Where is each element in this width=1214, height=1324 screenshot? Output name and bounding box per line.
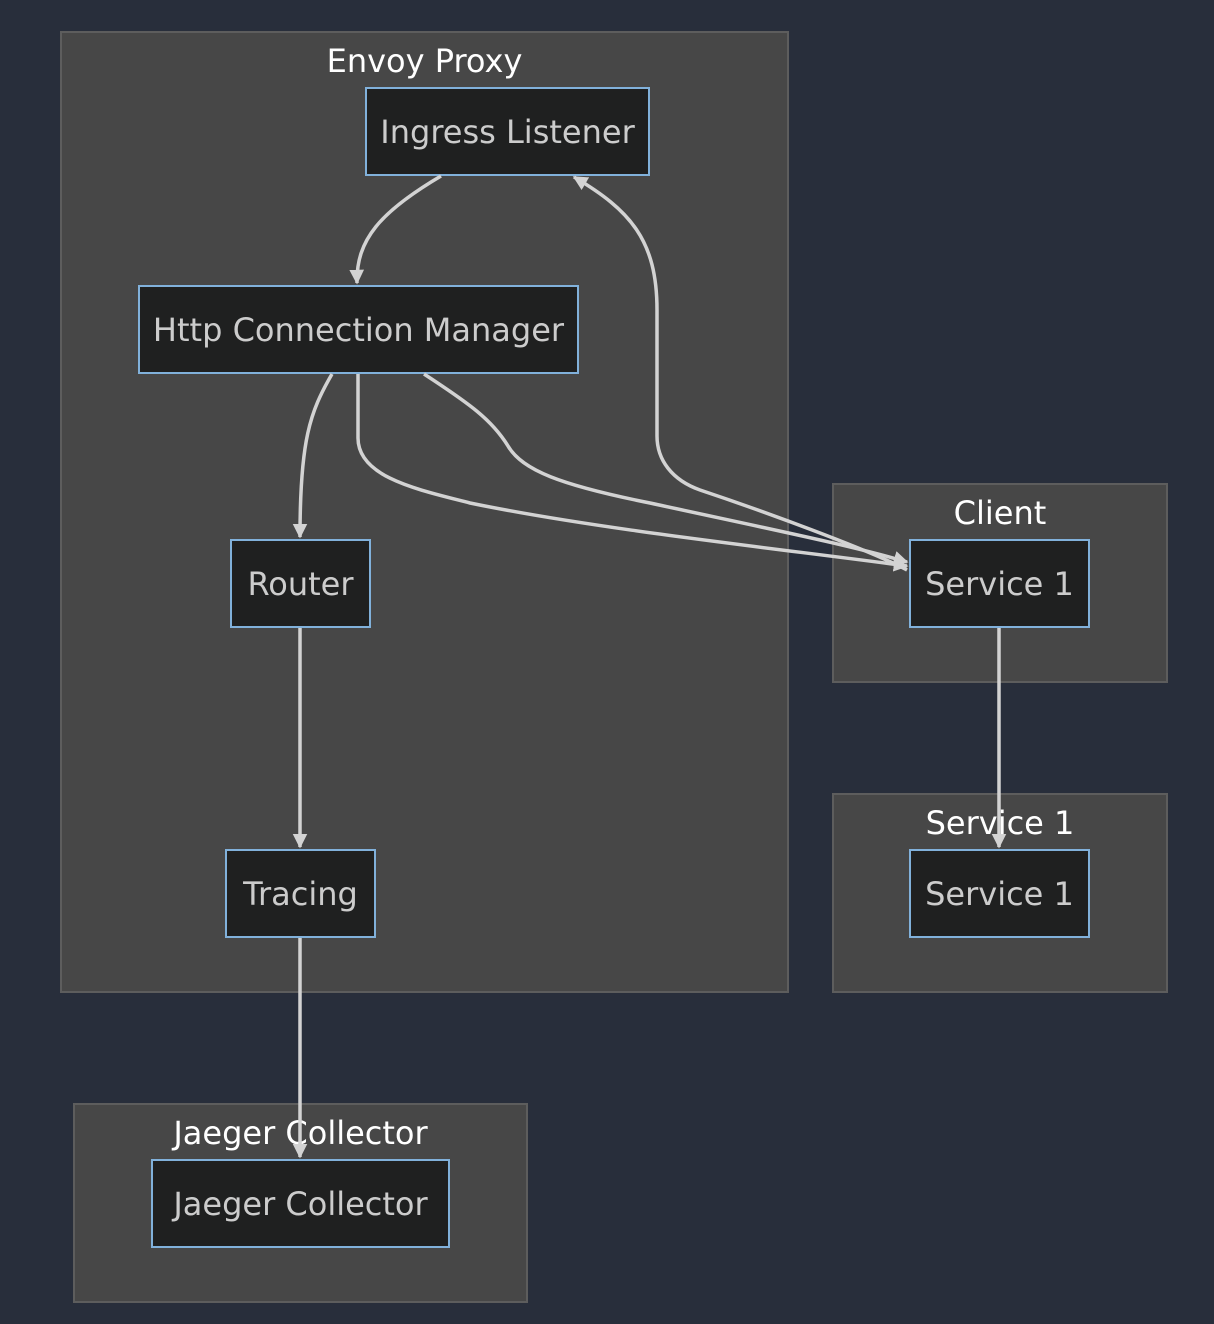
cluster-label-jaeger-collector: Jaeger Collector (173, 1114, 428, 1152)
node-http-connection-manager[interactable]: Http Connection Manager (138, 285, 579, 374)
cluster-label-envoy-proxy: Envoy Proxy (326, 42, 523, 80)
cluster-label-service-1: Service 1 (925, 804, 1075, 842)
cluster-label-client: Client (953, 494, 1047, 532)
node-ingress-listener[interactable]: Ingress Listener (365, 87, 650, 176)
node-client-service-1[interactable]: Service 1 (909, 539, 1090, 628)
node-jaeger-collector[interactable]: Jaeger Collector (151, 1159, 450, 1248)
node-router[interactable]: Router (230, 539, 371, 628)
node-tracing[interactable]: Tracing (225, 849, 376, 938)
node-service-1[interactable]: Service 1 (909, 849, 1090, 938)
